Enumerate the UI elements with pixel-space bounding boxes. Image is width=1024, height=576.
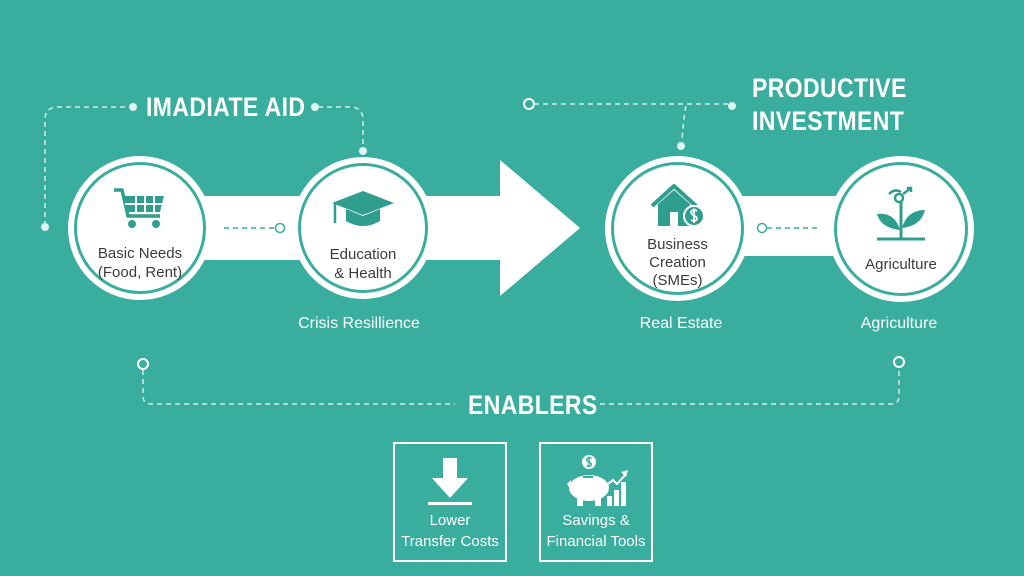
node-ring xyxy=(74,162,206,294)
connector-ring xyxy=(137,358,149,370)
node-label: Education & Health xyxy=(292,245,434,283)
connector-dot xyxy=(41,223,49,231)
download-arrow-icon xyxy=(428,458,472,505)
immediate-aid-connector-right xyxy=(318,106,364,148)
piggy-bank-growth-icon xyxy=(567,455,628,506)
caption-crisis-resilience: Crisis Resillience xyxy=(298,315,420,332)
node-label-line: Creation xyxy=(649,254,706,271)
flow-arrow-head xyxy=(500,160,580,296)
enablers-title: ENABLERS xyxy=(468,390,598,420)
node-ring xyxy=(611,162,744,295)
caption-agriculture: Agriculture xyxy=(860,315,938,332)
immediate-aid-connector-left xyxy=(44,106,130,226)
connector-dot xyxy=(359,147,367,155)
enabler-label-line: Transfer Costs xyxy=(401,533,499,550)
node-label: Basic Needs (Food, Rent) xyxy=(68,244,212,282)
node-label-line: (Food, Rent) xyxy=(97,264,183,281)
node-label-line: (SMEs) xyxy=(652,272,703,289)
enabler-label-line: Savings & xyxy=(562,512,630,529)
node-label-line: Agriculture xyxy=(865,256,937,273)
enablers-connector-right xyxy=(600,368,900,405)
enablers-connector-left xyxy=(142,370,455,405)
node-basic-needs: Basic Needs (Food, Rent) xyxy=(68,156,212,300)
enabler-label-line: Financial Tools xyxy=(546,533,646,550)
enabler-label: Savings & Financial Tools xyxy=(541,510,651,552)
connector-ring xyxy=(523,98,535,110)
node-label-line: & Health xyxy=(334,265,392,282)
node-label-line: Business xyxy=(647,236,708,253)
connector-dot xyxy=(311,103,319,111)
node-ring xyxy=(298,163,428,293)
enabler-label-line: Lower xyxy=(429,512,471,529)
productive-investment-title-line1: PRODUCTIVE xyxy=(752,73,907,103)
productive-branch xyxy=(681,105,687,141)
connector-dot xyxy=(677,142,685,150)
graduation-cap-icon xyxy=(332,191,394,226)
connector-ring xyxy=(756,222,768,234)
node-education-health: Education & Health xyxy=(292,157,434,299)
node-label-line: Basic Needs xyxy=(97,245,183,262)
node-agriculture: Agriculture xyxy=(828,156,974,302)
connector-ring xyxy=(893,356,905,368)
immediate-aid-title: IMADIATE AID xyxy=(146,92,306,122)
enabler-savings-financial-tools: Savings & Financial Tools xyxy=(539,442,653,562)
connector-dot xyxy=(728,102,736,110)
node-label: Agriculture xyxy=(828,255,974,274)
sprout-icon xyxy=(877,186,925,241)
shopping-cart-icon xyxy=(114,188,164,228)
connector-ring xyxy=(274,222,286,234)
node-label-line: Education xyxy=(329,246,397,263)
connector-dot xyxy=(129,103,137,111)
productive-investment-title-line2: INVESTMENT xyxy=(752,106,905,136)
flow-band-right xyxy=(740,196,840,256)
caption-real-estate: Real Estate xyxy=(639,315,723,332)
node-ring xyxy=(834,162,968,296)
house-dollar-icon xyxy=(650,184,705,227)
